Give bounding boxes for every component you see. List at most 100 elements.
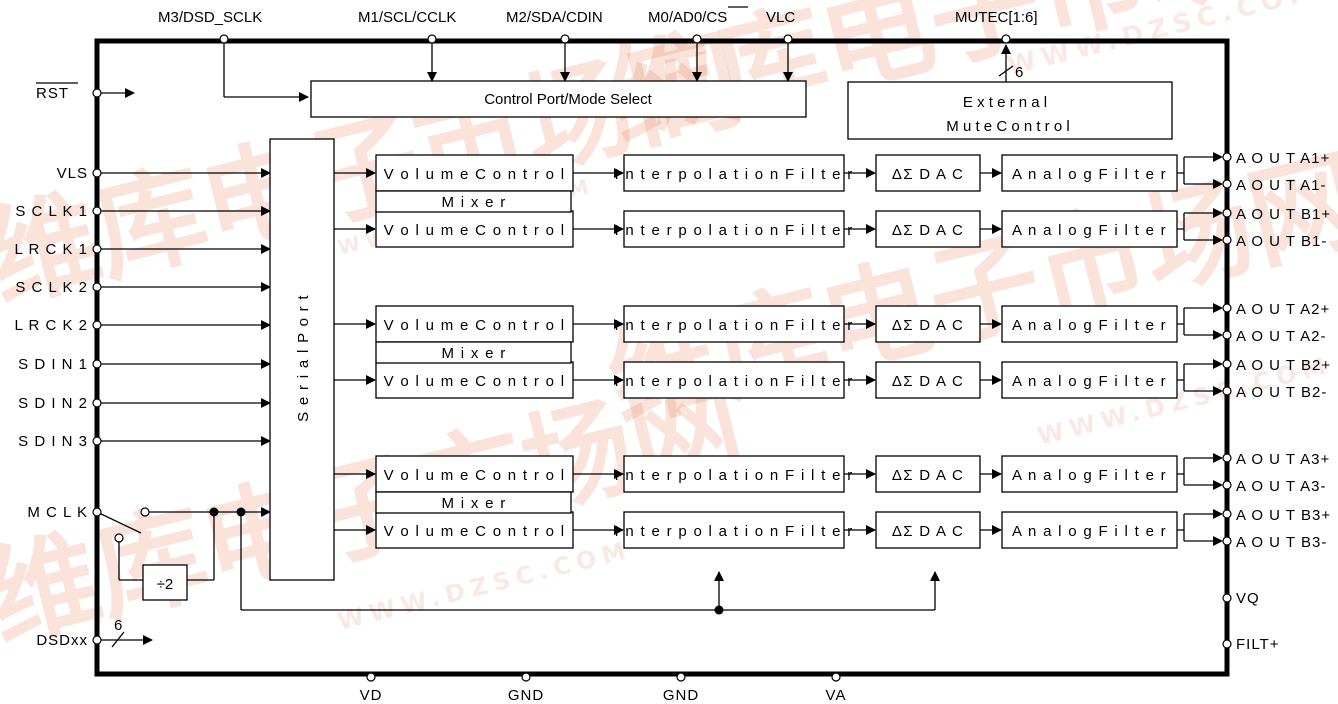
interpolation-filter-block: [623, 361, 845, 399]
chip-outline: [94, 38, 1230, 677]
analog-filter-label: A n a l o g F i l t e r: [1012, 373, 1167, 390]
volume-control-block: [375, 511, 574, 549]
divider-label: ÷2: [157, 576, 174, 593]
interpolation-filter-block: [623, 511, 845, 549]
bottom-pin-dots: [366, 672, 841, 682]
pin-a1m: [1222, 179, 1232, 189]
pin-sclk1: [92, 206, 102, 216]
volume-control-block: [375, 455, 574, 493]
pin-a1p: [1222, 152, 1232, 162]
pin-b1p: [1222, 208, 1232, 218]
label-vd: VD: [360, 687, 383, 704]
dac-block: [875, 455, 981, 493]
mixer-label: M i x e r: [441, 194, 506, 211]
mixer-block: [375, 341, 572, 364]
label-a1m: A O U T A1-: [1236, 177, 1326, 194]
analog-filter-block: [1001, 210, 1178, 248]
divider-block: [142, 564, 188, 601]
volume-control-label: V o l u m e C o n t r o l: [384, 467, 566, 484]
analog-filter-block: [1001, 455, 1178, 493]
label-m1: M1/SCL/CCLK: [358, 9, 456, 26]
dac-block: [875, 154, 981, 192]
label-b1m: A O U T B1-: [1236, 233, 1327, 250]
pin-a2p: [1222, 303, 1232, 313]
volume-control-block: [375, 210, 574, 248]
switch-contact: [140, 507, 150, 517]
label-sdin1: S D I N 1: [18, 356, 88, 373]
pin-gnd: [676, 672, 686, 682]
pin-va: [831, 672, 841, 682]
label-gnd1: GND: [508, 687, 544, 704]
analog-filter-label: A n a l o g F i l t e r: [1012, 166, 1167, 183]
interpolation-filter-label: I n t e r p o l a t i o n F i l t e r: [614, 222, 853, 239]
mixer-block: [375, 190, 572, 213]
dac-label: ΔΣ D A C: [892, 317, 964, 334]
analog-filter-block: [1001, 511, 1178, 549]
label-a3p: A O U T A3+: [1236, 451, 1330, 468]
analog-filter-block: [1001, 305, 1178, 343]
dac-block: [875, 305, 981, 343]
label-va: VA: [826, 687, 847, 704]
analog-filter-block: [1001, 361, 1178, 399]
pin-sdin2: [92, 398, 102, 408]
label-rst: RST: [36, 85, 69, 102]
label-filt: FILT+: [1236, 636, 1279, 653]
control-port-block: [310, 80, 807, 118]
external-mute-label-2: M u t e C o n t r o l: [946, 118, 1069, 135]
pin-gnd: [521, 672, 531, 682]
serial-port-label: S e r i a l P o r t: [295, 294, 312, 422]
label-mute-width: 6: [1015, 64, 1023, 81]
label-dsdxx: DSDxx: [36, 632, 88, 649]
pin-a3p: [1222, 453, 1232, 463]
external-mute-label-1: E x t e r n a l: [963, 94, 1047, 111]
label-lrck2: L R C K 2: [15, 317, 88, 334]
pin-vd: [366, 672, 376, 682]
pin-m0: [692, 34, 702, 44]
mixer-label: M i x e r: [441, 495, 506, 512]
external-mute-block: [847, 81, 1173, 140]
top-pin-dots: [219, 34, 1011, 44]
output-wire: [1177, 156, 1221, 185]
label-b1p: A O U T B1+: [1236, 206, 1331, 223]
pin-b2m: [1222, 386, 1232, 396]
label-mutec: MUTEC[1:6]: [955, 9, 1038, 26]
volume-control-label: V o l u m e C o n t r o l: [384, 166, 566, 183]
junction-dots: [209, 507, 724, 615]
interpolation-filter-label: I n t e r p o l a t i o n F i l t e r: [614, 467, 853, 484]
volume-control-label: V o l u m e C o n t r o l: [384, 523, 566, 540]
mixer-label: M i x e r: [441, 345, 506, 362]
label-m0: M0/AD0/: [648, 9, 707, 26]
pin-b3p: [1222, 509, 1232, 519]
label-a1p: A O U T A1+: [1236, 150, 1330, 167]
label-vq: VQ: [1236, 590, 1260, 607]
svg-text:M0/AD0/CS: M0/AD0/CS: [648, 9, 727, 26]
label-a3m: A O U T A3-: [1236, 478, 1326, 495]
pin-rst: [92, 88, 102, 98]
pin-lrck1: [92, 244, 102, 254]
analog-filter-block: [1001, 154, 1178, 192]
volume-control-label: V o l u m e C o n t r o l: [384, 222, 566, 239]
pin-sdin1: [92, 359, 102, 369]
interpolation-filter-block: [623, 455, 845, 493]
volume-control-block: [375, 361, 574, 399]
pin-vlc: [783, 34, 793, 44]
pin-a2m: [1222, 330, 1232, 340]
label-dsd-width: 6: [114, 617, 122, 634]
dac-label: ΔΣ D A C: [892, 222, 964, 239]
volume-control-label: V o l u m e C o n t r o l: [384, 317, 566, 334]
output-wire: [1177, 212, 1221, 241]
pin-dsdxx: [92, 635, 102, 645]
left-pin-dots: [92, 88, 150, 645]
interpolation-filter-label: I n t e r p o l a t i o n F i l t e r: [614, 523, 853, 540]
top-pins: [223, 43, 1014, 102]
serial-port-block: [269, 138, 335, 581]
control-port-label: Control Port/Mode Select: [484, 91, 652, 108]
label-sdin2: S D I N 2: [18, 395, 88, 412]
pin-sdin3: [92, 436, 102, 446]
pin-vq: [1222, 593, 1232, 603]
volume-control-label: V o l u m e C o n t r o l: [384, 373, 566, 390]
channel-rows: V o l u m e C o n t r o l I n t e r p o l…: [334, 150, 1331, 551]
dac-label: ΔΣ D A C: [892, 373, 964, 390]
label-b2m: A O U T B2-: [1236, 384, 1327, 401]
